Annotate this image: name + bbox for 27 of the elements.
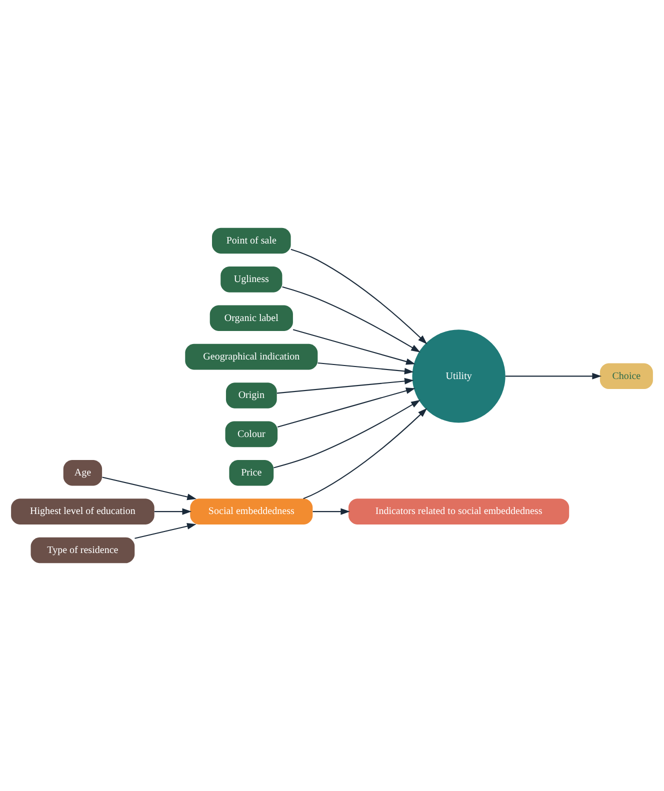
node-box: Geographical indication [185, 344, 318, 370]
node-box: Type of residence [30, 537, 135, 564]
node-box: Highest level of education [11, 498, 154, 524]
node-box: Origin [226, 382, 277, 408]
arrow [303, 408, 428, 500]
arrow [277, 388, 416, 428]
arrow [292, 329, 416, 365]
node-box: Ugliness [220, 266, 282, 292]
arrow [134, 523, 196, 539]
arrow [102, 476, 196, 500]
node-box: Choice [600, 363, 653, 390]
arrow [154, 508, 192, 515]
arrow [318, 362, 414, 374]
node-box: Organic label [210, 305, 293, 332]
node-box: Point of sale [212, 228, 291, 254]
arrow [505, 372, 602, 380]
arrow [290, 248, 428, 344]
arrow [276, 378, 414, 394]
arrow [312, 508, 350, 515]
node-box: Colour [225, 421, 278, 448]
node-box: Age [63, 460, 102, 486]
arrow [274, 400, 420, 468]
node-box: Price [229, 460, 274, 486]
node-circle: Utility [412, 330, 506, 423]
node-box: Indicators related to social embeddedness [348, 498, 570, 524]
arrow [282, 286, 420, 352]
node-box: Social embeddedness [190, 498, 313, 524]
